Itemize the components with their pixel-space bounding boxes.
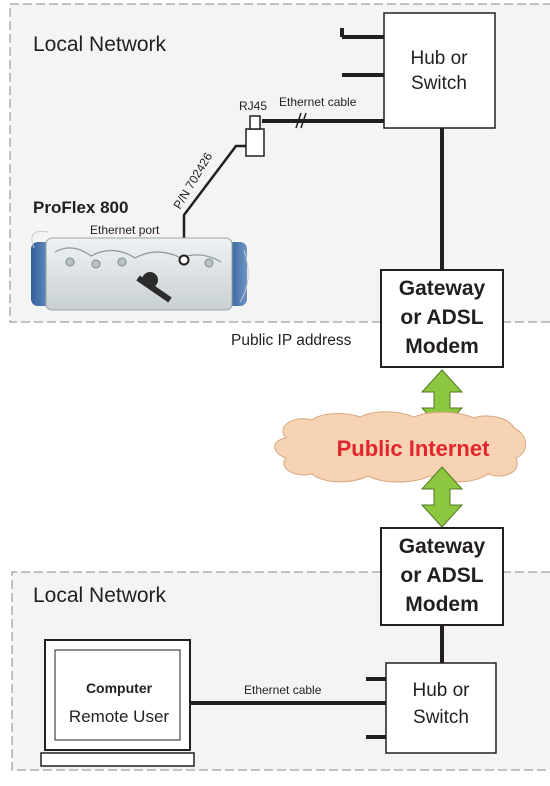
top-hub-label-line2: Switch (411, 73, 467, 94)
bottom-gateway-line1: Gateway (399, 535, 486, 558)
rj45-connector (245, 128, 265, 157)
device-name: ProFlex 800 (33, 198, 128, 217)
top-gateway-line3: Modem (405, 335, 479, 358)
top-gateway-modem (380, 269, 504, 368)
public-ip-label: Public IP address (231, 332, 352, 349)
ethernet-port (178, 254, 190, 266)
bottom-hub-switch (385, 662, 497, 754)
proflex-800-device (31, 230, 249, 311)
public-internet-label: Public Internet (337, 436, 490, 461)
bottom-gateway-line3: Modem (405, 593, 479, 616)
bottom-hub-label-line1: Hub or (412, 680, 470, 701)
remote-computer (40, 639, 195, 767)
remote-user-label: Remote User (69, 707, 169, 726)
ethernet-cable-label-top: Ethernet cable (279, 95, 357, 109)
ethernet-cable-label-bottom: Ethernet cable (244, 683, 322, 697)
top-gateway-line2: or ADSL (400, 306, 483, 329)
ethernet-port-label: Ethernet port (90, 223, 160, 237)
computer-label: Computer (86, 680, 153, 696)
bottom-gateway-line2: or ADSL (400, 564, 483, 587)
bottom-gateway-modem (380, 527, 504, 626)
bottom-hub-label-line2: Switch (413, 707, 469, 728)
top-hub-switch (383, 12, 496, 129)
internet-cloud (274, 411, 526, 483)
top-gateway-line1: Gateway (399, 277, 486, 300)
bottom-network-label: Local Network (33, 584, 167, 607)
top-hub-label-line1: Hub or (410, 48, 468, 69)
rj45-label: RJ45 (239, 99, 267, 113)
device-cable (182, 144, 246, 258)
top-network-label: Local Network (33, 33, 167, 56)
